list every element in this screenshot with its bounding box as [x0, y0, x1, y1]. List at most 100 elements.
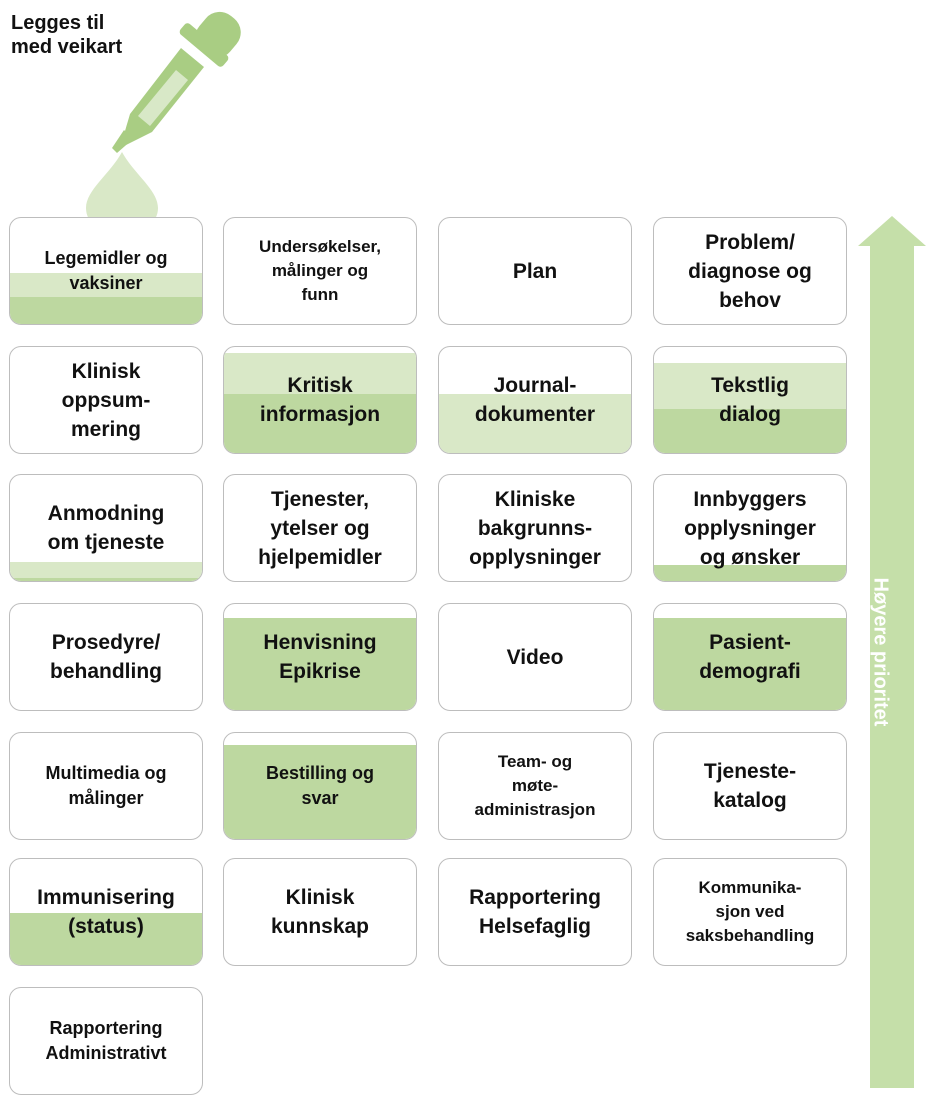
- card-label-line: opplysninger: [469, 545, 601, 569]
- card-label-line: oppsum-: [61, 388, 151, 412]
- card-label-line: og ønsker: [699, 545, 801, 569]
- card-label-line: om tjeneste: [47, 531, 165, 554]
- card-label-line: målinger og: [271, 261, 369, 280]
- card-label-line: Anmodning: [47, 502, 165, 525]
- card-label-line: Epikrise: [279, 660, 361, 683]
- message-type-card: Tjeneste-katalog: [653, 732, 847, 840]
- message-type-card: Legemidler og vaksiner: [9, 217, 203, 325]
- caption-line-1: Legges til: [11, 12, 105, 34]
- card-label-line: funn: [301, 285, 339, 304]
- card-label-line: Team- og: [497, 752, 573, 771]
- card-label: Multimedia og målinger: [10, 733, 202, 839]
- card-label-line: ytelser og: [270, 516, 370, 540]
- card-label-line: dokumenter: [474, 403, 596, 426]
- coverage-fill-light: [439, 394, 631, 453]
- card-label: Anmodning om tjeneste: [10, 475, 202, 581]
- coverage-fill-dark: [10, 297, 202, 324]
- card-label-line: Pasient-: [709, 631, 791, 654]
- card-label-line: Journal-: [493, 374, 577, 397]
- pipette-icon: [86, 11, 241, 234]
- card-label-line: vaksiner: [69, 273, 143, 293]
- card-label: Legemidler og vaksiner: [10, 218, 202, 324]
- card-label-line: Tekstlig: [711, 374, 789, 397]
- message-type-card: Multimedia og målinger: [9, 732, 203, 840]
- card-label: Tekstlig dialog: [654, 347, 846, 453]
- card-label-line: Bestilling og: [266, 763, 374, 783]
- card-label: Kritisk informasjon: [224, 347, 416, 453]
- card-label-line: katalog: [713, 789, 787, 812]
- priority-arrow-icon: [858, 216, 926, 1088]
- card-label-line: Tjenester,: [270, 487, 370, 511]
- card-label-line: behov: [719, 288, 781, 312]
- card-label-line: Helsefaglig: [478, 915, 592, 938]
- card-label-line: Video: [506, 645, 564, 669]
- card-label-line: Undersøkelser,: [259, 237, 381, 256]
- card-label-line: Legemidler og: [44, 248, 168, 268]
- card-label-line: svar: [301, 788, 339, 808]
- coverage-fill-dark: [654, 565, 846, 581]
- card-label-line: dialog: [719, 403, 781, 426]
- card-label-line: sjon ved: [715, 902, 785, 921]
- card-label-line: Kritisk: [287, 374, 353, 397]
- card-label-line: Multimedia og: [45, 763, 167, 783]
- coverage-fill-light: [654, 363, 846, 409]
- card-label: Kommunika-sjon ved saksbehandling: [654, 859, 846, 965]
- card-label: Tjeneste-katalog: [654, 733, 846, 839]
- card-label-line: Rapportering: [469, 886, 601, 909]
- card-label-line: mering: [70, 417, 141, 441]
- card-label-line: informasjon: [259, 403, 381, 426]
- card-label-line: diagnose og: [688, 259, 812, 283]
- message-type-card: Prosedyre/behandling: [9, 603, 203, 711]
- card-label: Prosedyre/behandling: [10, 604, 202, 710]
- message-type-card: Tekstlig dialog: [653, 346, 847, 454]
- card-label: Pasient-demografi: [654, 604, 846, 710]
- message-type-card: Pasient-demografi: [653, 603, 847, 711]
- card-label-line: kunnskap: [270, 915, 370, 938]
- card-label-line: saksbehandling: [685, 926, 815, 945]
- card-label-line: (status): [68, 915, 144, 938]
- card-label: Immunisering(status): [10, 859, 202, 965]
- card-label-line: Tjeneste-: [703, 760, 797, 783]
- card-label-line: Plan: [512, 259, 558, 283]
- message-type-card: Plan: [438, 217, 632, 325]
- card-label-line: Klinisk: [71, 359, 141, 383]
- message-type-card: Klinisk kunnskap: [223, 858, 417, 966]
- priority-arrow-label: Høyere prioritet: [869, 577, 892, 727]
- drop-icon: [86, 152, 158, 234]
- card-label: Undersøkelser, målinger og funn: [224, 218, 416, 324]
- card-label-line: opplysninger: [684, 516, 816, 540]
- coverage-fill-dark: [10, 913, 202, 965]
- coverage-fill-light: [10, 273, 202, 297]
- message-type-card: Anmodning om tjeneste: [9, 474, 203, 582]
- card-label-line: målinger: [68, 788, 144, 808]
- card-label-line: Kommunika-: [698, 878, 802, 897]
- message-type-card: Kommunika-sjon ved saksbehandling: [653, 858, 847, 966]
- card-label-line: demografi: [699, 660, 801, 683]
- card-label: Innbyggers opplysninger og ønsker: [654, 475, 846, 581]
- coverage-fill-dark: [224, 745, 416, 839]
- card-label-line: Henvisning: [263, 631, 377, 654]
- coverage-fill-dark: [654, 618, 846, 710]
- card-label-line: Klinisk: [285, 886, 355, 909]
- card-label-line: Innbyggers: [693, 487, 807, 511]
- card-label-line: Rapportering: [49, 1018, 163, 1038]
- message-type-card: Immunisering(status): [9, 858, 203, 966]
- message-type-card: Innbyggers opplysninger og ønsker: [653, 474, 847, 582]
- card-label-line: administrasjon: [474, 800, 596, 819]
- message-type-card: Klinisk oppsum-mering: [9, 346, 203, 454]
- card-label: Journal-dokumenter: [439, 347, 631, 453]
- card-label: Plan: [439, 218, 631, 324]
- caption-line-2: med veikart: [11, 36, 123, 58]
- message-type-card: Video: [438, 603, 632, 711]
